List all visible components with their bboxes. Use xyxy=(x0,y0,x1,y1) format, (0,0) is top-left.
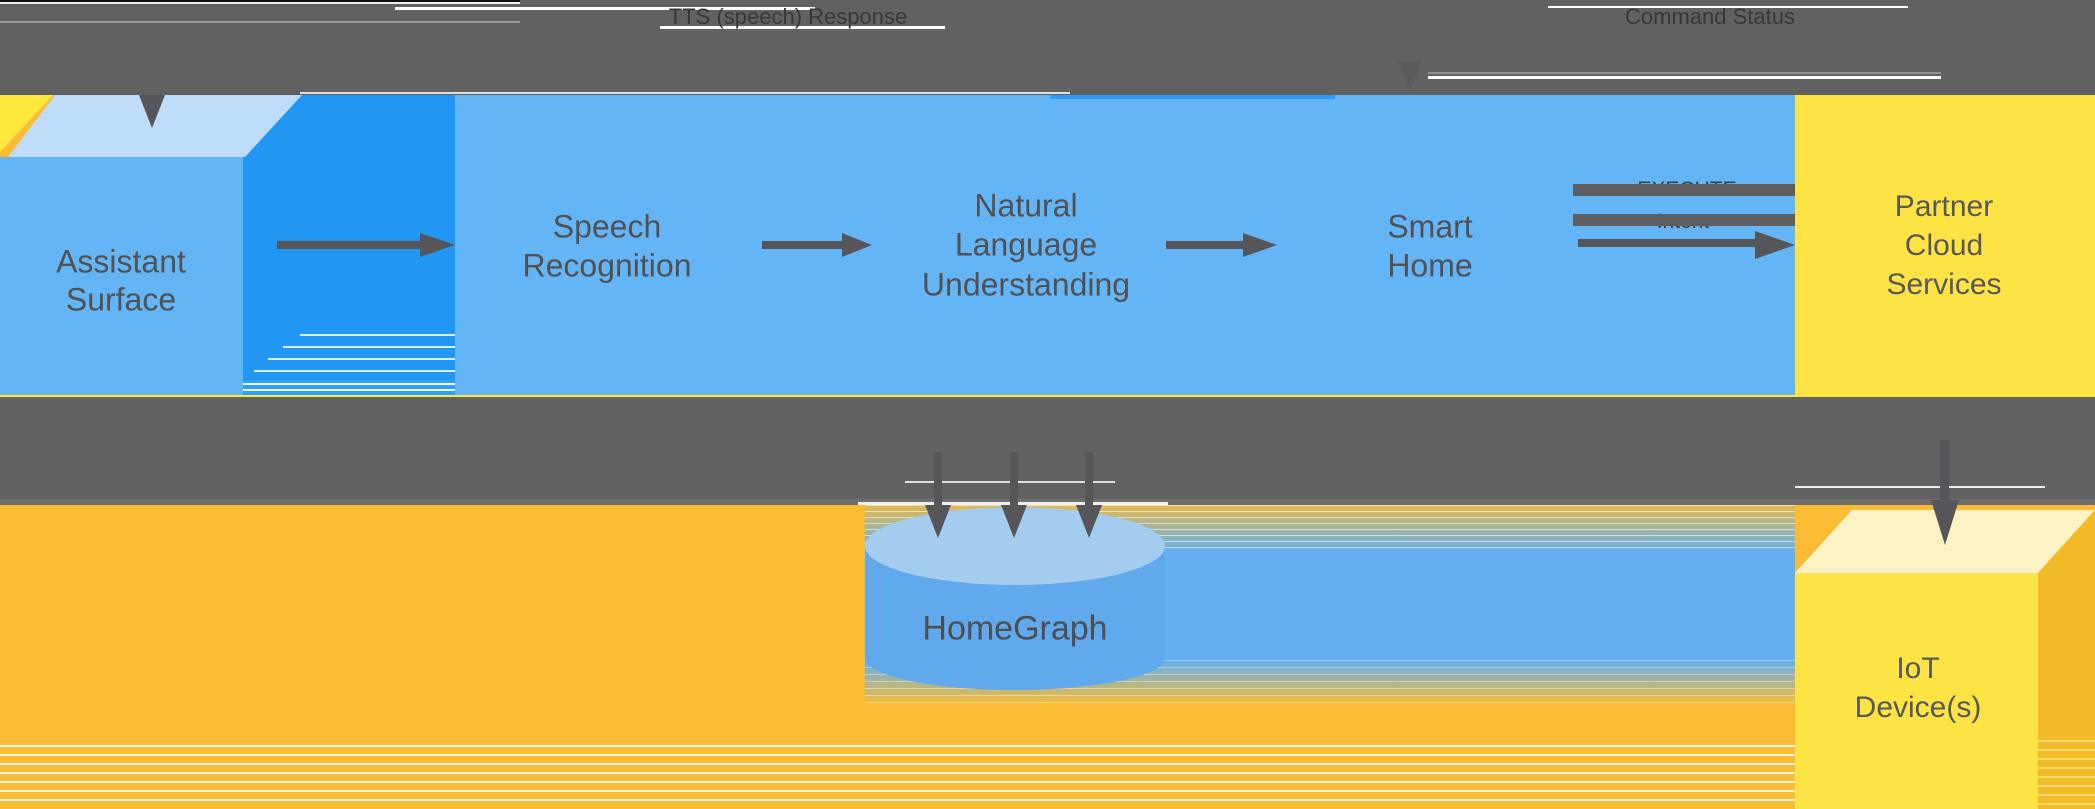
arrow-smarthome-to-homegraph xyxy=(1010,452,1018,510)
node-assistant-surface xyxy=(0,157,243,397)
glitch-line xyxy=(300,92,1070,94)
glitch-line xyxy=(0,0,520,2)
command-status-label: Command Status xyxy=(1625,4,1795,29)
assistant-surface-label: Assistant xyxy=(56,243,186,280)
arrowhead-icon xyxy=(420,233,455,257)
glitch-bar xyxy=(1573,214,1795,226)
assistant-surface-label: Surface xyxy=(65,281,177,318)
glitch-line xyxy=(0,2,520,4)
glitch-line xyxy=(1795,486,2045,488)
glitch-line xyxy=(243,383,455,385)
partner-label: Partner xyxy=(1894,190,1994,223)
arrow-smarthome-to-partner xyxy=(1578,239,1755,247)
arrowhead-icon xyxy=(1243,233,1277,257)
middle-glitch-band xyxy=(0,397,2095,505)
arrow-partner-to-iot xyxy=(1940,440,1949,506)
iot-devices-label: Device(s) xyxy=(1854,691,1982,724)
glitch-line xyxy=(660,26,945,29)
pipeline-panel xyxy=(455,95,1795,397)
arrow-smarthome-to-homegraph xyxy=(1085,452,1093,510)
nlu-label: Natural xyxy=(974,187,1078,224)
glitch-line xyxy=(243,389,455,391)
glitch-line xyxy=(0,21,520,23)
node-partner-cloud-services xyxy=(1795,95,2095,397)
arrowhead-icon xyxy=(1001,505,1027,538)
glitch-line xyxy=(0,395,1795,397)
glitch-line xyxy=(1428,72,1941,74)
glitch-line xyxy=(1548,6,1908,8)
speech-recognition-label: Recognition xyxy=(522,247,692,284)
scanline-stripes xyxy=(0,745,2095,805)
glitch-line xyxy=(283,346,455,348)
glitch-line xyxy=(268,358,455,360)
arrowhead-icon xyxy=(1755,231,1795,259)
arrow-assistant-to-speech xyxy=(277,241,420,249)
glitch-line xyxy=(1050,95,1335,99)
arrow-nlu-to-smarthome xyxy=(1166,241,1243,249)
glitch-line xyxy=(1428,76,1941,79)
glitch-line xyxy=(254,370,455,372)
arrowhead-icon xyxy=(1931,500,1959,545)
partner-label: Services xyxy=(1886,268,2002,301)
homegraph-label: HomeGraph xyxy=(922,609,1108,648)
glitch-line xyxy=(395,7,815,10)
iot-devices-label: IoT xyxy=(1896,652,1940,685)
scanline-stripes xyxy=(2038,740,2095,809)
command-status-arrow-icon xyxy=(1398,62,1422,90)
arrow-speech-to-nlu xyxy=(762,241,842,249)
arrowhead-icon xyxy=(925,505,951,538)
partner-label: Cloud xyxy=(1904,229,1984,262)
glitch-line xyxy=(300,334,455,336)
speech-recognition-label: Speech xyxy=(552,208,662,245)
arrowhead-icon xyxy=(1076,505,1102,538)
nlu-label: Understanding xyxy=(921,266,1131,303)
glitch-bar xyxy=(1573,184,1795,196)
arrowhead-icon xyxy=(842,233,872,257)
user-input-arrow-icon xyxy=(139,95,165,128)
nlu-label: Language xyxy=(954,226,1098,263)
arrow-smarthome-to-homegraph xyxy=(934,452,942,510)
smart-home-label: Home xyxy=(1387,247,1473,284)
smart-home-label: Smart xyxy=(1387,208,1473,245)
tts-response-label: TTS (speech) Response xyxy=(668,4,908,29)
node-iot-devices xyxy=(1795,573,2038,809)
top-glitch-band xyxy=(0,0,2095,95)
